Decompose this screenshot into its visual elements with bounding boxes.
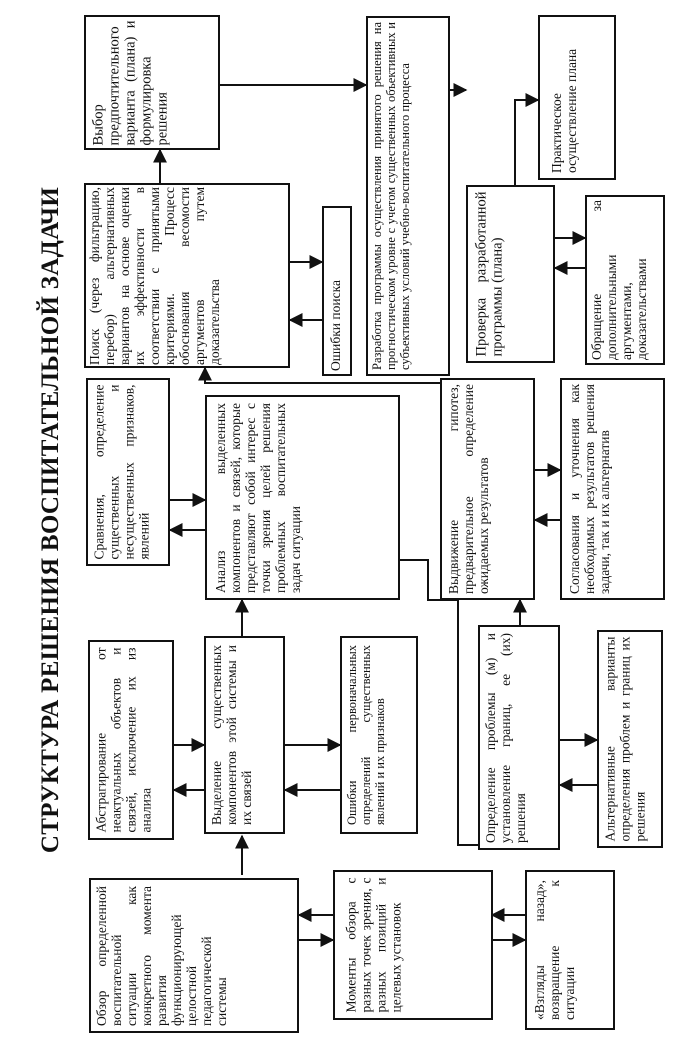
box-soglasovanie-text: Согласования и уточнения как необходимых… bbox=[566, 384, 612, 594]
box-vybor-text: Выбор предпочтительного варианта (плана)… bbox=[90, 20, 171, 145]
box-razrabotka-text: Разработка программы осуществления приня… bbox=[370, 22, 412, 370]
box-poisk: Поиск (через фильтрацию, перебор) альтер… bbox=[84, 183, 290, 368]
box-analiz-text: Анализ выделенных компонентов и связей, … bbox=[212, 402, 303, 593]
box-vybor: Выбор предпочтительного варианта (плана)… bbox=[84, 15, 220, 150]
box-oshibki1: Ошибки первоначальных определений сущест… bbox=[340, 636, 418, 834]
box-vydelenie: Выделение существенных компонентов этой … bbox=[204, 636, 285, 834]
box-obzor: Обзор определенной воспитательной ситуац… bbox=[89, 878, 299, 1033]
box-poisk-text: Поиск (через фильтрацию, перебор) альтер… bbox=[87, 186, 222, 365]
box-obraschenie: Обращение за дополнительными аргументами… bbox=[585, 195, 665, 365]
box-vydelenie-text: Выделение существенных компонентов этой … bbox=[208, 645, 254, 825]
box-opredelenie-text: Определение проблемы (м) и установление … bbox=[483, 632, 528, 843]
box-abstr-text: Абстрагирование от неактуальных объектов… bbox=[93, 647, 154, 833]
box-momenty-text: Моменты обзора с разных точек зрения, с … bbox=[343, 877, 404, 1013]
box-vzglyady: «Взгляды назад», возвращение к ситуации bbox=[525, 870, 615, 1030]
box-analiz: Анализ выделенных компонентов и связей, … bbox=[205, 395, 400, 600]
diagram-title: СТРУКТУРА РЕШЕНИЯ ВОСПИТАТЕЛЬНОЙ ЗАДАЧИ bbox=[36, 186, 64, 854]
box-soglasovanie: Согласования и уточнения как необходимых… bbox=[560, 378, 665, 600]
box-oshibki-poiska: Ошибки поиска bbox=[322, 206, 352, 376]
box-prakticheskoe-text: Практическое осуществление плана bbox=[549, 48, 579, 173]
box-razrabotka: Разработка программы осуществления приня… bbox=[366, 16, 450, 376]
box-oshibki1-text: Ошибки первоначальных определений сущест… bbox=[345, 645, 387, 825]
box-momenty: Моменты обзора с разных точек зрения, с … bbox=[333, 870, 493, 1020]
box-obraschenie-text: Обращение за дополнительными аргументами… bbox=[589, 200, 649, 360]
box-proverka-text: Проверка разработанной программы (плана) bbox=[473, 191, 505, 357]
box-vydvizhenie-text: Выдвижение гипотез, предварительное опре… bbox=[445, 384, 491, 594]
box-abstr: Абстрагирование от неактуальных объектов… bbox=[88, 640, 174, 840]
box-obzor-text: Обзор определенной воспитательной ситуац… bbox=[94, 885, 229, 1026]
box-proverka: Проверка разработанной программы (плана) bbox=[466, 185, 555, 363]
box-vzglyady-text: «Взгляды назад», возвращение к ситуации bbox=[532, 880, 577, 1020]
box-sravnenie-text: Сравнения, определение существенных и не… bbox=[91, 384, 152, 560]
box-oshibki-poiska-text: Ошибки поиска bbox=[328, 280, 343, 371]
box-opredelenie: Определение проблемы (м) и установление … bbox=[478, 625, 560, 850]
box-alternativ: Альтернативные варианты определения проб… bbox=[597, 630, 663, 848]
box-sravnenie: Сравнения, определение существенных и не… bbox=[86, 378, 170, 566]
box-prakticheskoe: Практическое осуществление плана bbox=[538, 15, 616, 180]
box-vydvizhenie: Выдвижение гипотез, предварительное опре… bbox=[440, 378, 535, 600]
box-alternativ-text: Альтернативные варианты определения проб… bbox=[602, 636, 648, 842]
